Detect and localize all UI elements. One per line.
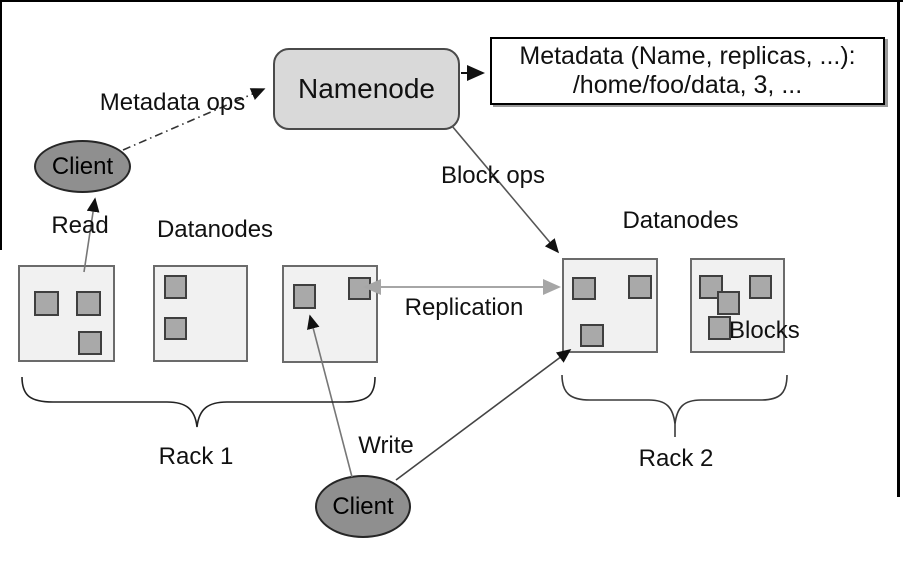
frame-border-top <box>0 0 903 2</box>
block <box>76 291 101 316</box>
namenode-label: Namenode <box>298 73 435 104</box>
rack2-brace <box>561 374 788 437</box>
blocks-label: Blocks <box>729 317 800 344</box>
block <box>78 331 102 355</box>
block <box>749 275 772 299</box>
block <box>34 291 59 316</box>
block <box>717 291 740 315</box>
block <box>164 317 187 340</box>
client-top-label: Client <box>51 152 114 180</box>
arrow-write-rack2 <box>395 349 572 481</box>
client-node-bottom: Client <box>315 475 411 538</box>
client-bottom-label: Client <box>332 492 394 520</box>
datanode-rack1-2 <box>153 265 248 362</box>
metadata-box: Metadata (Name, replicas, ...): /home/fo… <box>490 37 885 105</box>
block <box>348 277 371 300</box>
replication-label: Replication <box>404 294 524 321</box>
rack1-brace <box>21 376 376 428</box>
block <box>580 324 604 347</box>
block <box>293 284 316 309</box>
write-label: Write <box>358 432 414 459</box>
block <box>628 275 652 299</box>
read-label: Read <box>51 212 109 239</box>
datanode-rack1-1 <box>18 265 115 362</box>
frame-border-right <box>897 0 900 497</box>
block-ops-label: Block ops <box>440 162 546 189</box>
namenode-box: Namenode <box>273 48 460 130</box>
block <box>699 275 723 299</box>
block <box>164 275 187 299</box>
rack2-label: Rack 2 <box>638 445 714 472</box>
metadata-line-2: /home/foo/data, 3, ... <box>572 71 803 99</box>
block <box>572 277 596 300</box>
datanodes-rack1-label: Datanodes <box>156 216 274 243</box>
client-node-top: Client <box>34 140 131 193</box>
frame-border-left <box>0 0 2 250</box>
datanode-rack2-1 <box>562 258 658 353</box>
metadata-line-1: Metadata (Name, replicas, ...): <box>519 41 856 70</box>
datanode-rack2-2 <box>690 258 785 353</box>
block <box>708 316 731 340</box>
datanodes-rack2-label: Datanodes <box>622 207 739 234</box>
metadata-ops-label: Metadata ops <box>99 89 246 116</box>
datanode-rack1-3 <box>282 265 378 363</box>
rack1-label: Rack 1 <box>158 443 234 470</box>
